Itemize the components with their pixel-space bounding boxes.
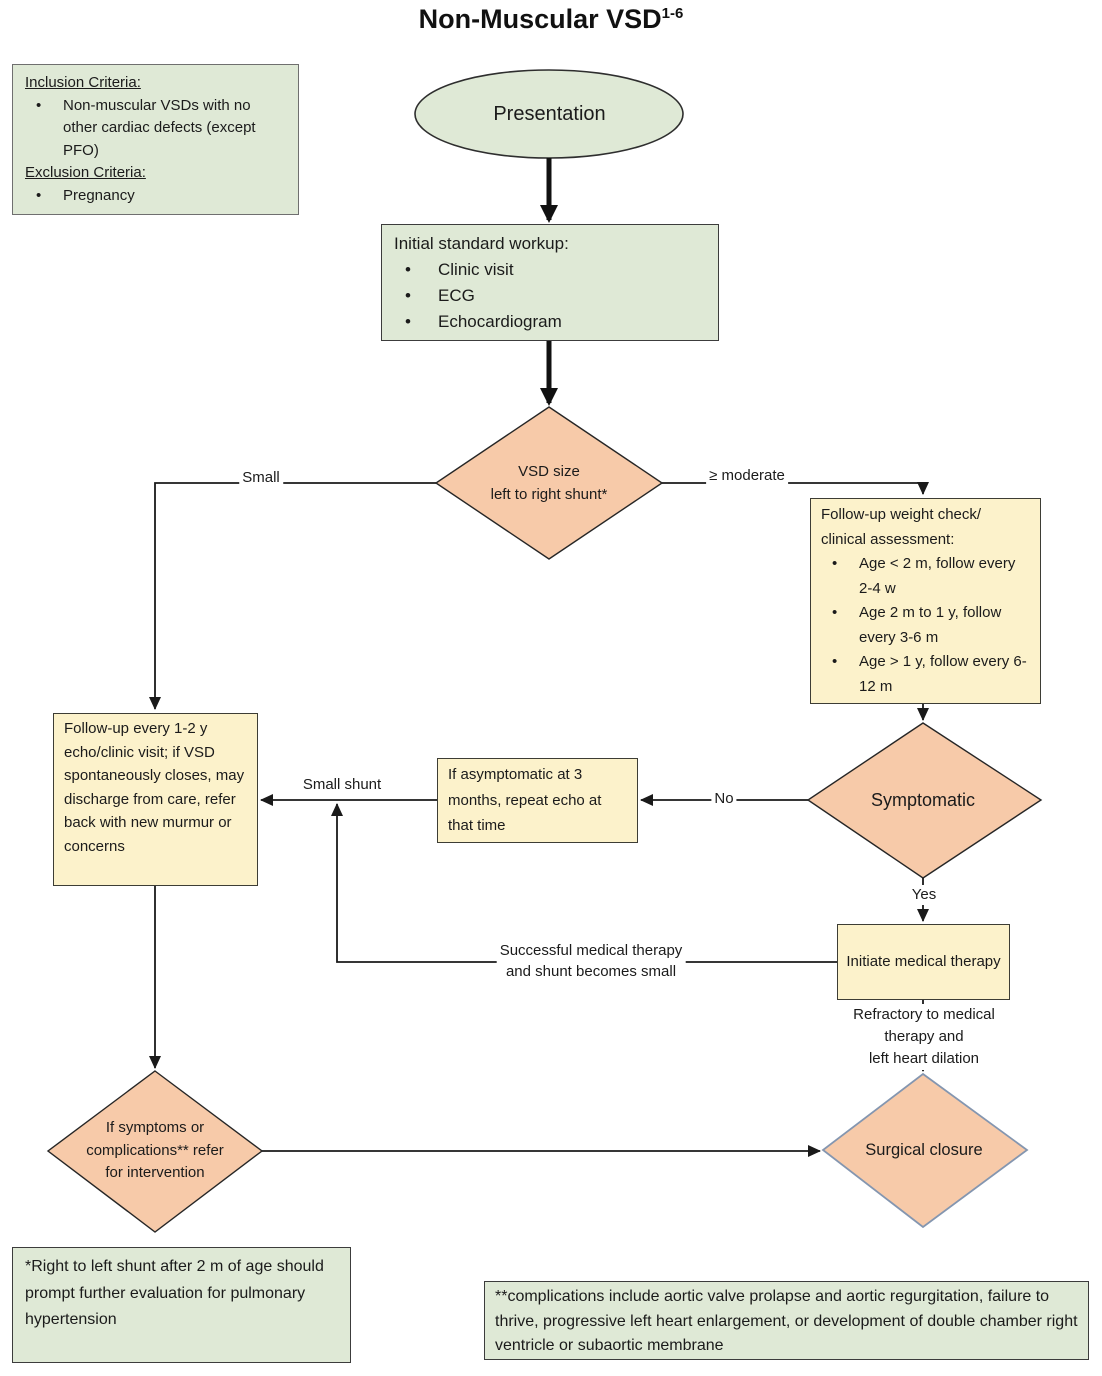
list-item: Age < 2 m, follow every 2-4 w [821,552,1032,601]
edge-label-yes: Yes [908,885,940,905]
weight-check-heading: Follow-up weight check/ clinical assessm… [821,506,982,548]
symptomatic-decision: Symptomatic [870,789,976,810]
list-item: Non-muscular VSDs with no other cardiac … [25,95,286,163]
list-item: Pregnancy [25,185,286,208]
inclusion-heading: Inclusion Criteria: [25,74,141,91]
exclusion-heading: Exclusion Criteria: [25,164,146,181]
vsd-size-diamond-shape [434,406,664,560]
surgical-closure-diamond-shape [821,1072,1029,1229]
footnote-right-to-left-shunt: *Right to left shunt after 2 m of age sh… [12,1247,351,1363]
vsd-size-decision: VSD size left to right shunt* [490,463,608,503]
symptoms-intervention-decision: If symptoms or complications** refer for… [86,1119,224,1182]
initiate-therapy-box: Initiate medical therapy [837,924,1010,1000]
edge-label-successful-therapy: Successful medical therapy and shunt bec… [496,940,686,982]
symptoms-intervention-diamond-shape [46,1070,264,1233]
list-item: ECG [394,283,706,309]
page-title: Non-Muscular VSD1-6 [0,4,1102,35]
followup-small-box: Follow-up every 1-2 y echo/clinic visit;… [53,713,258,886]
footnote-complications: **complications include aortic valve pro… [484,1281,1089,1360]
workup-box: Initial standard workup: Clinic visit EC… [381,224,719,341]
edge-label-no: No [711,789,737,809]
list-item: Echocardiogram [394,309,706,335]
asymptomatic-echo-box: If asymptomatic at 3 months, repeat echo… [437,758,638,843]
edge-label-refractory: Refractory to medical therapy and left h… [835,1004,1013,1070]
weight-check-box: Follow-up weight check/ clinical assessm… [810,498,1041,704]
list-item: Clinic visit [394,257,706,283]
page-title-text: Non-Muscular VSD [418,4,662,34]
criteria-box: Inclusion Criteria: Non-muscular VSDs wi… [12,64,299,215]
workup-heading: Initial standard workup: [394,234,569,253]
presentation-node: Presentation [493,102,606,125]
list-item: Age 2 m to 1 y, follow every 3-6 m [821,601,1032,650]
list-item: Age > 1 y, follow every 6-12 m [821,650,1032,699]
edge-label-small: Small [239,468,283,488]
surgical-closure-node: Surgical closure [865,1140,983,1159]
page-title-superscript: 1-6 [661,5,684,22]
edge-label-small-shunt: Small shunt [299,775,385,795]
edge-label-moderate: ≥ moderate [706,466,788,486]
